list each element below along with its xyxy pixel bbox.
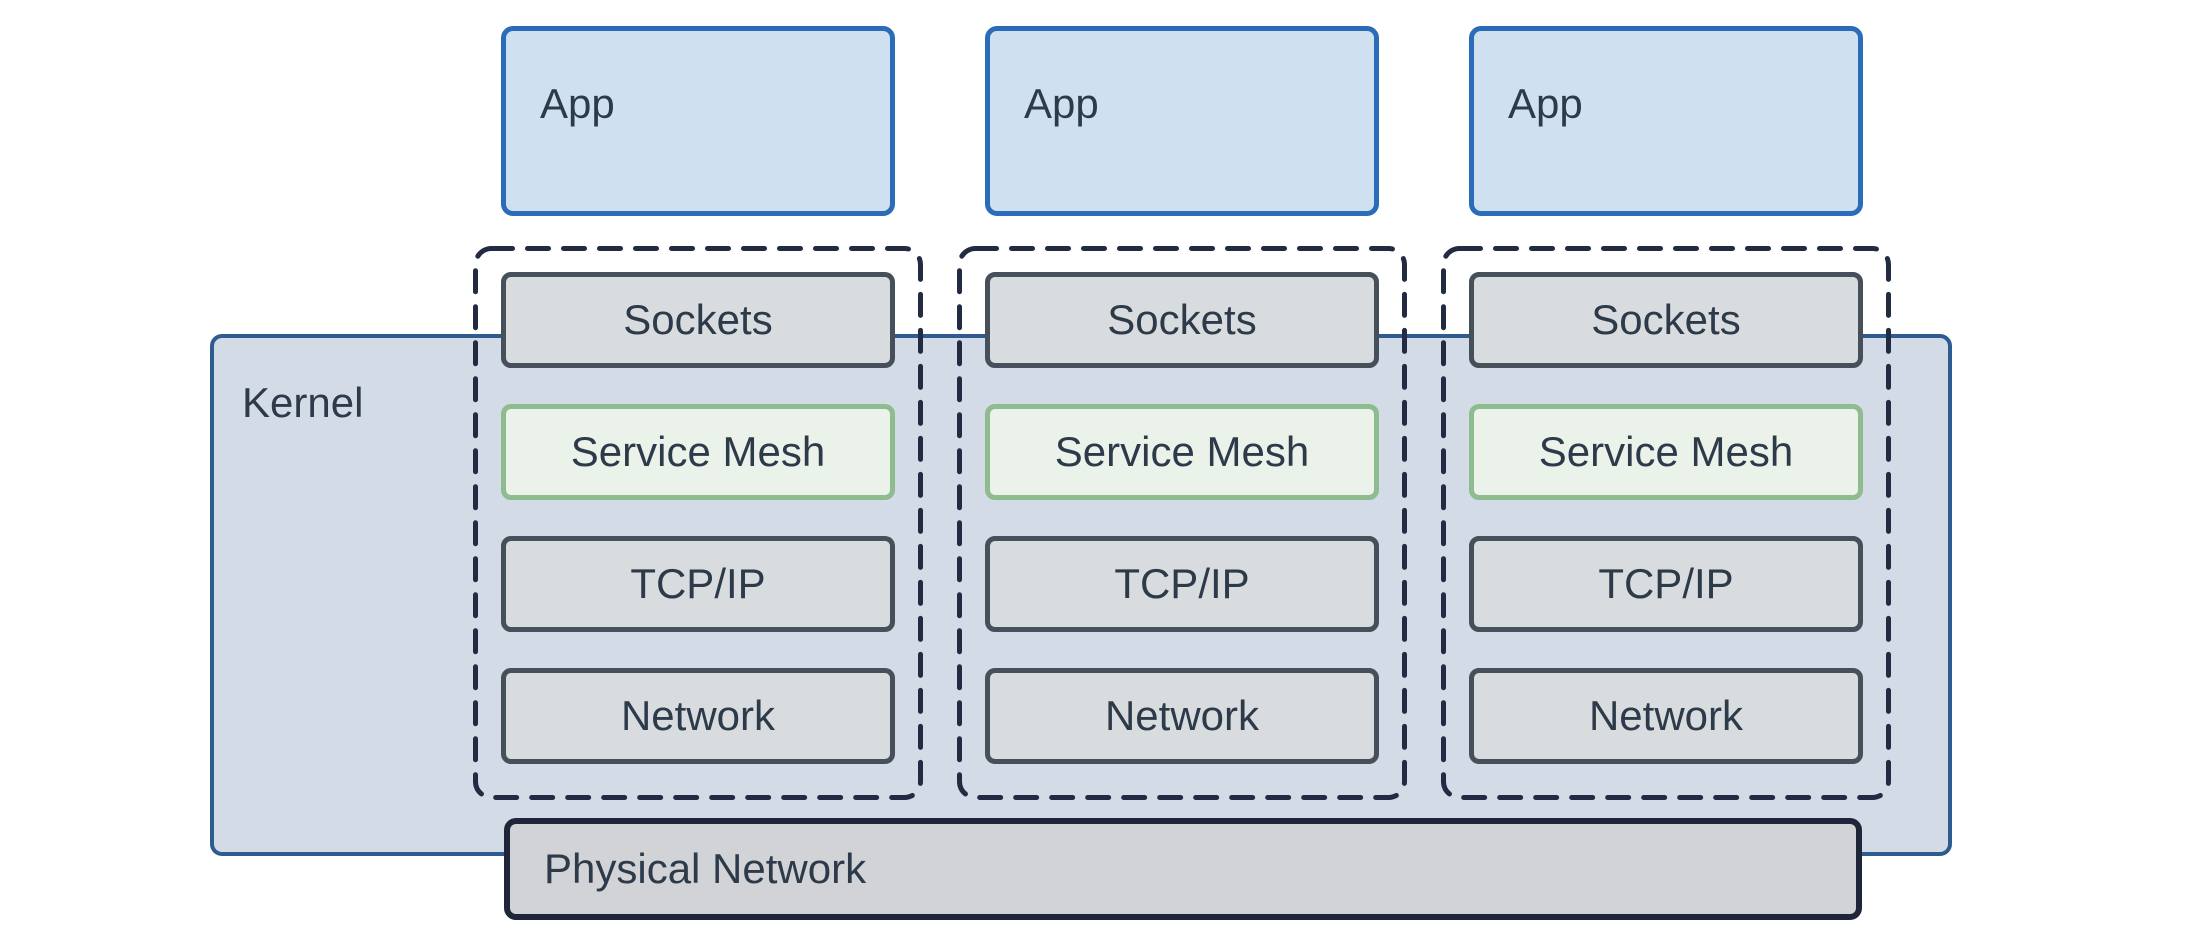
sockets-box: Sockets [1469, 272, 1863, 368]
kernel-label: Kernel [242, 379, 364, 426]
network-box: Network [1469, 668, 1863, 764]
pod-boundary-dashed-box [473, 246, 923, 800]
service-mesh-box: Service Mesh [985, 404, 1379, 500]
network-box: Network [501, 668, 895, 764]
physical-network-label: Physical Network [544, 845, 867, 892]
app-label: App [1508, 80, 1583, 127]
service-mesh-box: Service Mesh [1469, 404, 1863, 500]
app-box: App [1469, 26, 1863, 216]
pod-boundary-dashed-box [1441, 246, 1891, 800]
app-box: App [985, 26, 1379, 216]
tcpip-box: TCP/IP [501, 536, 895, 632]
pod-boundary-dashed-box [957, 246, 1407, 800]
sockets-box: Sockets [501, 272, 895, 368]
app-label: App [1024, 80, 1099, 127]
app-label: App [540, 80, 615, 127]
physical-network-bar: Physical Network [504, 818, 1862, 920]
sockets-box: Sockets [985, 272, 1379, 368]
tcpip-box: TCP/IP [1469, 536, 1863, 632]
app-box: App [501, 26, 895, 216]
network-box: Network [985, 668, 1379, 764]
tcpip-box: TCP/IP [985, 536, 1379, 632]
service-mesh-box: Service Mesh [501, 404, 895, 500]
